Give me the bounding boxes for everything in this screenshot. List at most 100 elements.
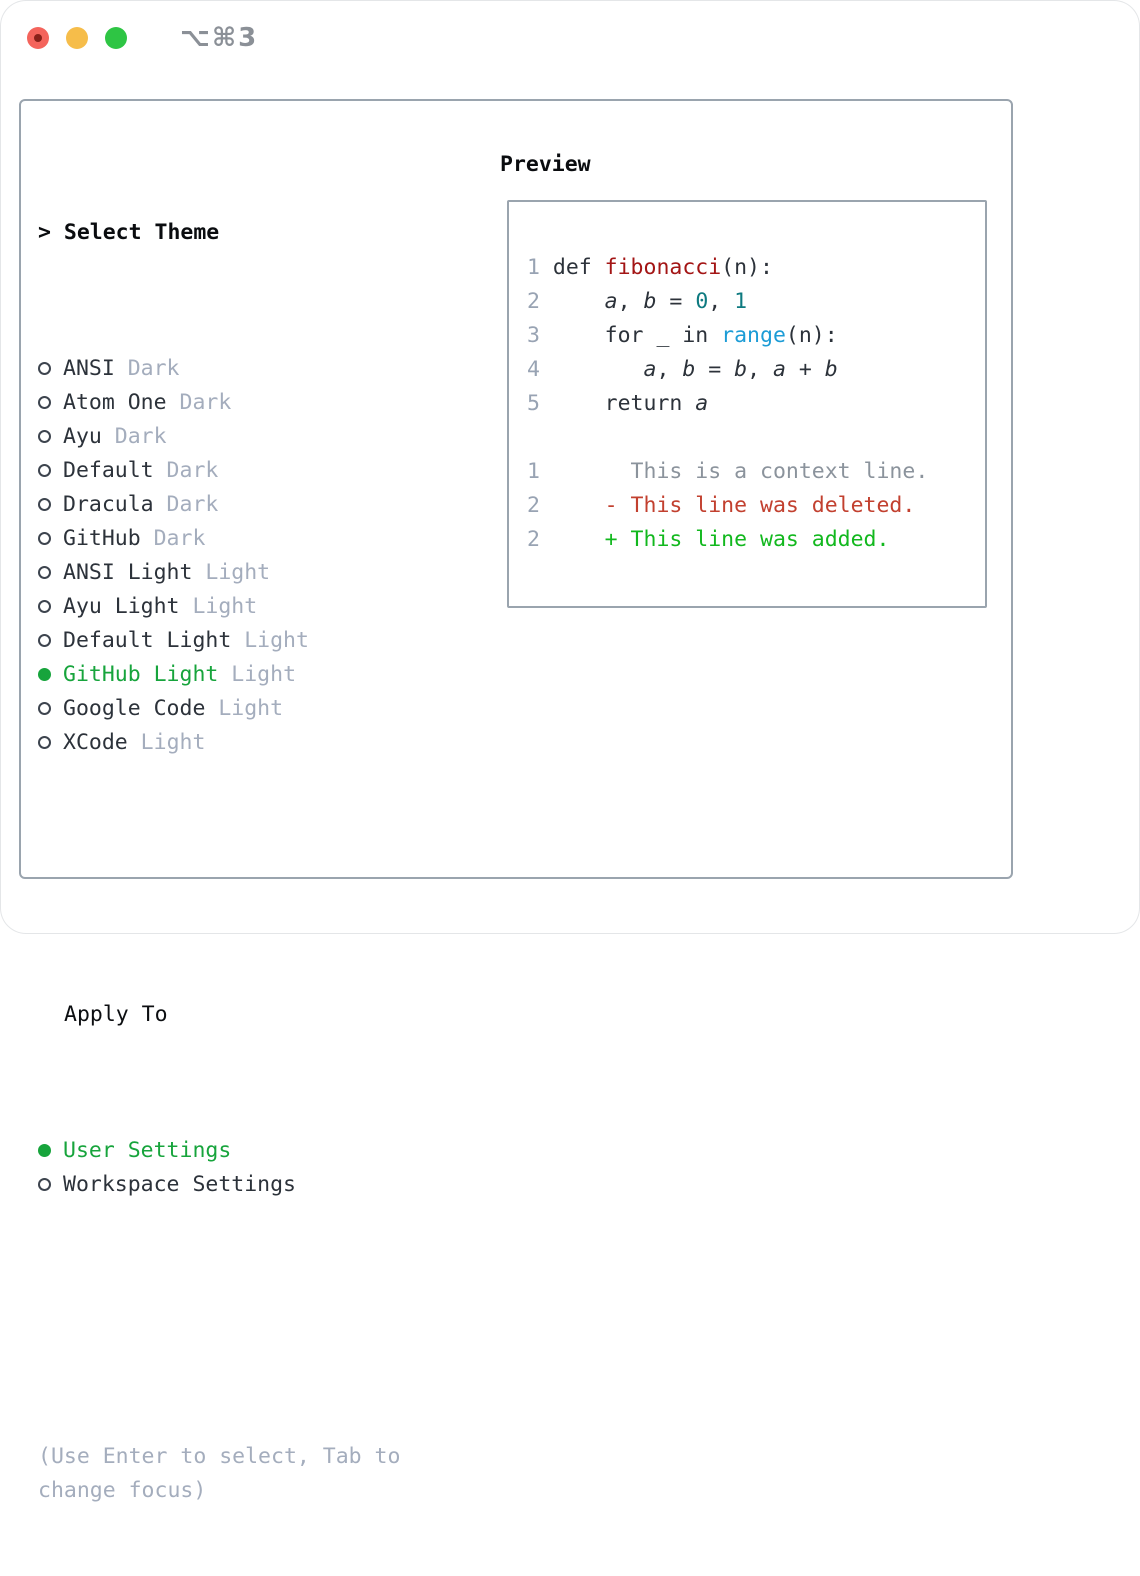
theme-variant-label: Light xyxy=(127,730,206,755)
radio-unselected-icon xyxy=(38,736,51,749)
option-label: Ayu xyxy=(63,424,102,449)
code-token-code: , xyxy=(617,289,644,314)
radio-unselected-icon xyxy=(38,566,51,579)
line-number: 2 xyxy=(527,493,553,518)
code-token-context: This is a context line. xyxy=(552,459,929,484)
theme-variant-label: Dark xyxy=(153,492,219,517)
theme-option[interactable]: Google Code Light xyxy=(38,692,478,726)
option-label: Default Light xyxy=(63,628,232,653)
hint-line: change focus) xyxy=(38,1478,207,1503)
line-number: 1 xyxy=(527,459,553,484)
theme-variant-label: Dark xyxy=(153,458,219,483)
theme-variant-label: Light xyxy=(231,628,309,653)
code-token-var: b xyxy=(643,289,657,314)
radio-unselected-icon xyxy=(38,498,51,511)
line-number: 2 xyxy=(527,527,553,552)
code-token-code: = xyxy=(656,289,696,314)
apply-to-header: Apply To xyxy=(64,1002,168,1027)
code-token-code xyxy=(553,357,644,382)
radio-selected-icon xyxy=(38,668,51,681)
code-line: 2 - This line was deleted. xyxy=(527,489,985,523)
theme-option[interactable]: Default Dark xyxy=(38,454,478,488)
code-token-num: 1 xyxy=(734,289,748,314)
theme-option[interactable]: ANSI Light Light xyxy=(38,556,478,590)
option-label: GitHub xyxy=(63,526,141,551)
close-button[interactable] xyxy=(27,27,49,49)
select-theme-header: > Select Theme xyxy=(38,216,478,250)
option-label: ANSI Light xyxy=(63,560,193,585)
line-number: 2 xyxy=(527,289,553,314)
theme-option[interactable]: Default Light Light xyxy=(38,624,478,658)
code-token-code xyxy=(553,289,605,314)
radio-unselected-icon xyxy=(38,464,51,477)
code-token-code: , xyxy=(656,357,683,382)
code-token-added: + This line was added. xyxy=(552,527,890,552)
option-label: ANSI xyxy=(63,356,115,381)
code-line xyxy=(527,421,985,455)
code-token-code: , xyxy=(708,289,735,314)
code-token-func: fibonacci xyxy=(604,255,722,280)
theme-variant-label: Light xyxy=(179,594,258,619)
option-label: GitHub Light xyxy=(63,662,219,687)
radio-unselected-icon xyxy=(38,702,51,715)
spacer xyxy=(38,1304,478,1338)
theme-option[interactable]: ANSI Dark xyxy=(38,352,478,386)
code-token-var: a xyxy=(695,391,709,416)
radio-unselected-icon xyxy=(38,430,51,443)
minimize-button[interactable] xyxy=(66,27,88,49)
option-label: User Settings xyxy=(63,1138,232,1163)
option-label: Google Code xyxy=(63,696,206,721)
code-token-code: for _ in xyxy=(552,323,722,348)
radio-unselected-icon xyxy=(38,634,51,647)
option-label: Ayu Light xyxy=(63,594,180,619)
code-token-code: + xyxy=(785,357,825,382)
line-number: 5 xyxy=(527,391,553,416)
code-token-var: b xyxy=(824,357,838,382)
code-token-var: a xyxy=(772,357,786,382)
apply-to-option[interactable]: User Settings xyxy=(38,1134,478,1168)
code-token-code: (n): xyxy=(785,323,838,348)
code-token-num: 0 xyxy=(695,289,709,314)
code-token-var: a xyxy=(643,357,657,382)
option-label: Atom One xyxy=(63,390,167,415)
code-token-deleted: - This line was deleted. xyxy=(552,493,916,518)
theme-option[interactable]: Atom One Dark xyxy=(38,386,478,420)
option-label: Dracula xyxy=(63,492,154,517)
window-title: ⌥⌘3 xyxy=(180,23,259,53)
theme-option[interactable]: Ayu Dark xyxy=(38,420,478,454)
code-token-code: return xyxy=(552,391,696,416)
code-line: 4 a, b = b, a + b xyxy=(527,353,985,387)
theme-variant-label: Dark xyxy=(140,526,206,551)
code-token-var: a xyxy=(604,289,618,314)
spacer xyxy=(38,862,478,896)
hint-text: (Use Enter to select, Tab to change focus… xyxy=(38,1440,478,1508)
code-token-var: b xyxy=(734,357,748,382)
theme-variant-label: Light xyxy=(218,662,297,687)
code-token-var: b xyxy=(682,357,696,382)
code-line: 2 + This line was added. xyxy=(527,523,985,557)
apply-to-option[interactable]: Workspace Settings xyxy=(38,1168,478,1202)
code-line: 2 a, b = 0, 1 xyxy=(527,285,985,319)
hint-line: (Use Enter to select, Tab to xyxy=(38,1444,401,1469)
theme-variant-label: Dark xyxy=(114,356,180,381)
code-line: 1 def fibonacci(n): xyxy=(527,251,985,285)
select-theme-title: Select Theme xyxy=(63,220,220,245)
code-line: 5 return a xyxy=(527,387,985,421)
code-token-builtin: range xyxy=(721,323,786,348)
theme-option[interactable]: Ayu Light Light xyxy=(38,590,478,624)
code-token-code: (n): xyxy=(721,255,773,280)
line-number: 3 xyxy=(527,323,553,348)
radio-unselected-icon xyxy=(38,532,51,545)
code-line: 3 for _ in range(n): xyxy=(527,319,985,353)
theme-option[interactable]: Dracula Dark xyxy=(38,488,478,522)
theme-option[interactable]: GitHub Light Light xyxy=(38,658,478,692)
theme-option[interactable]: GitHub Dark xyxy=(38,522,478,556)
zoom-button[interactable] xyxy=(105,27,127,49)
theme-option[interactable]: XCode Light xyxy=(38,726,478,760)
